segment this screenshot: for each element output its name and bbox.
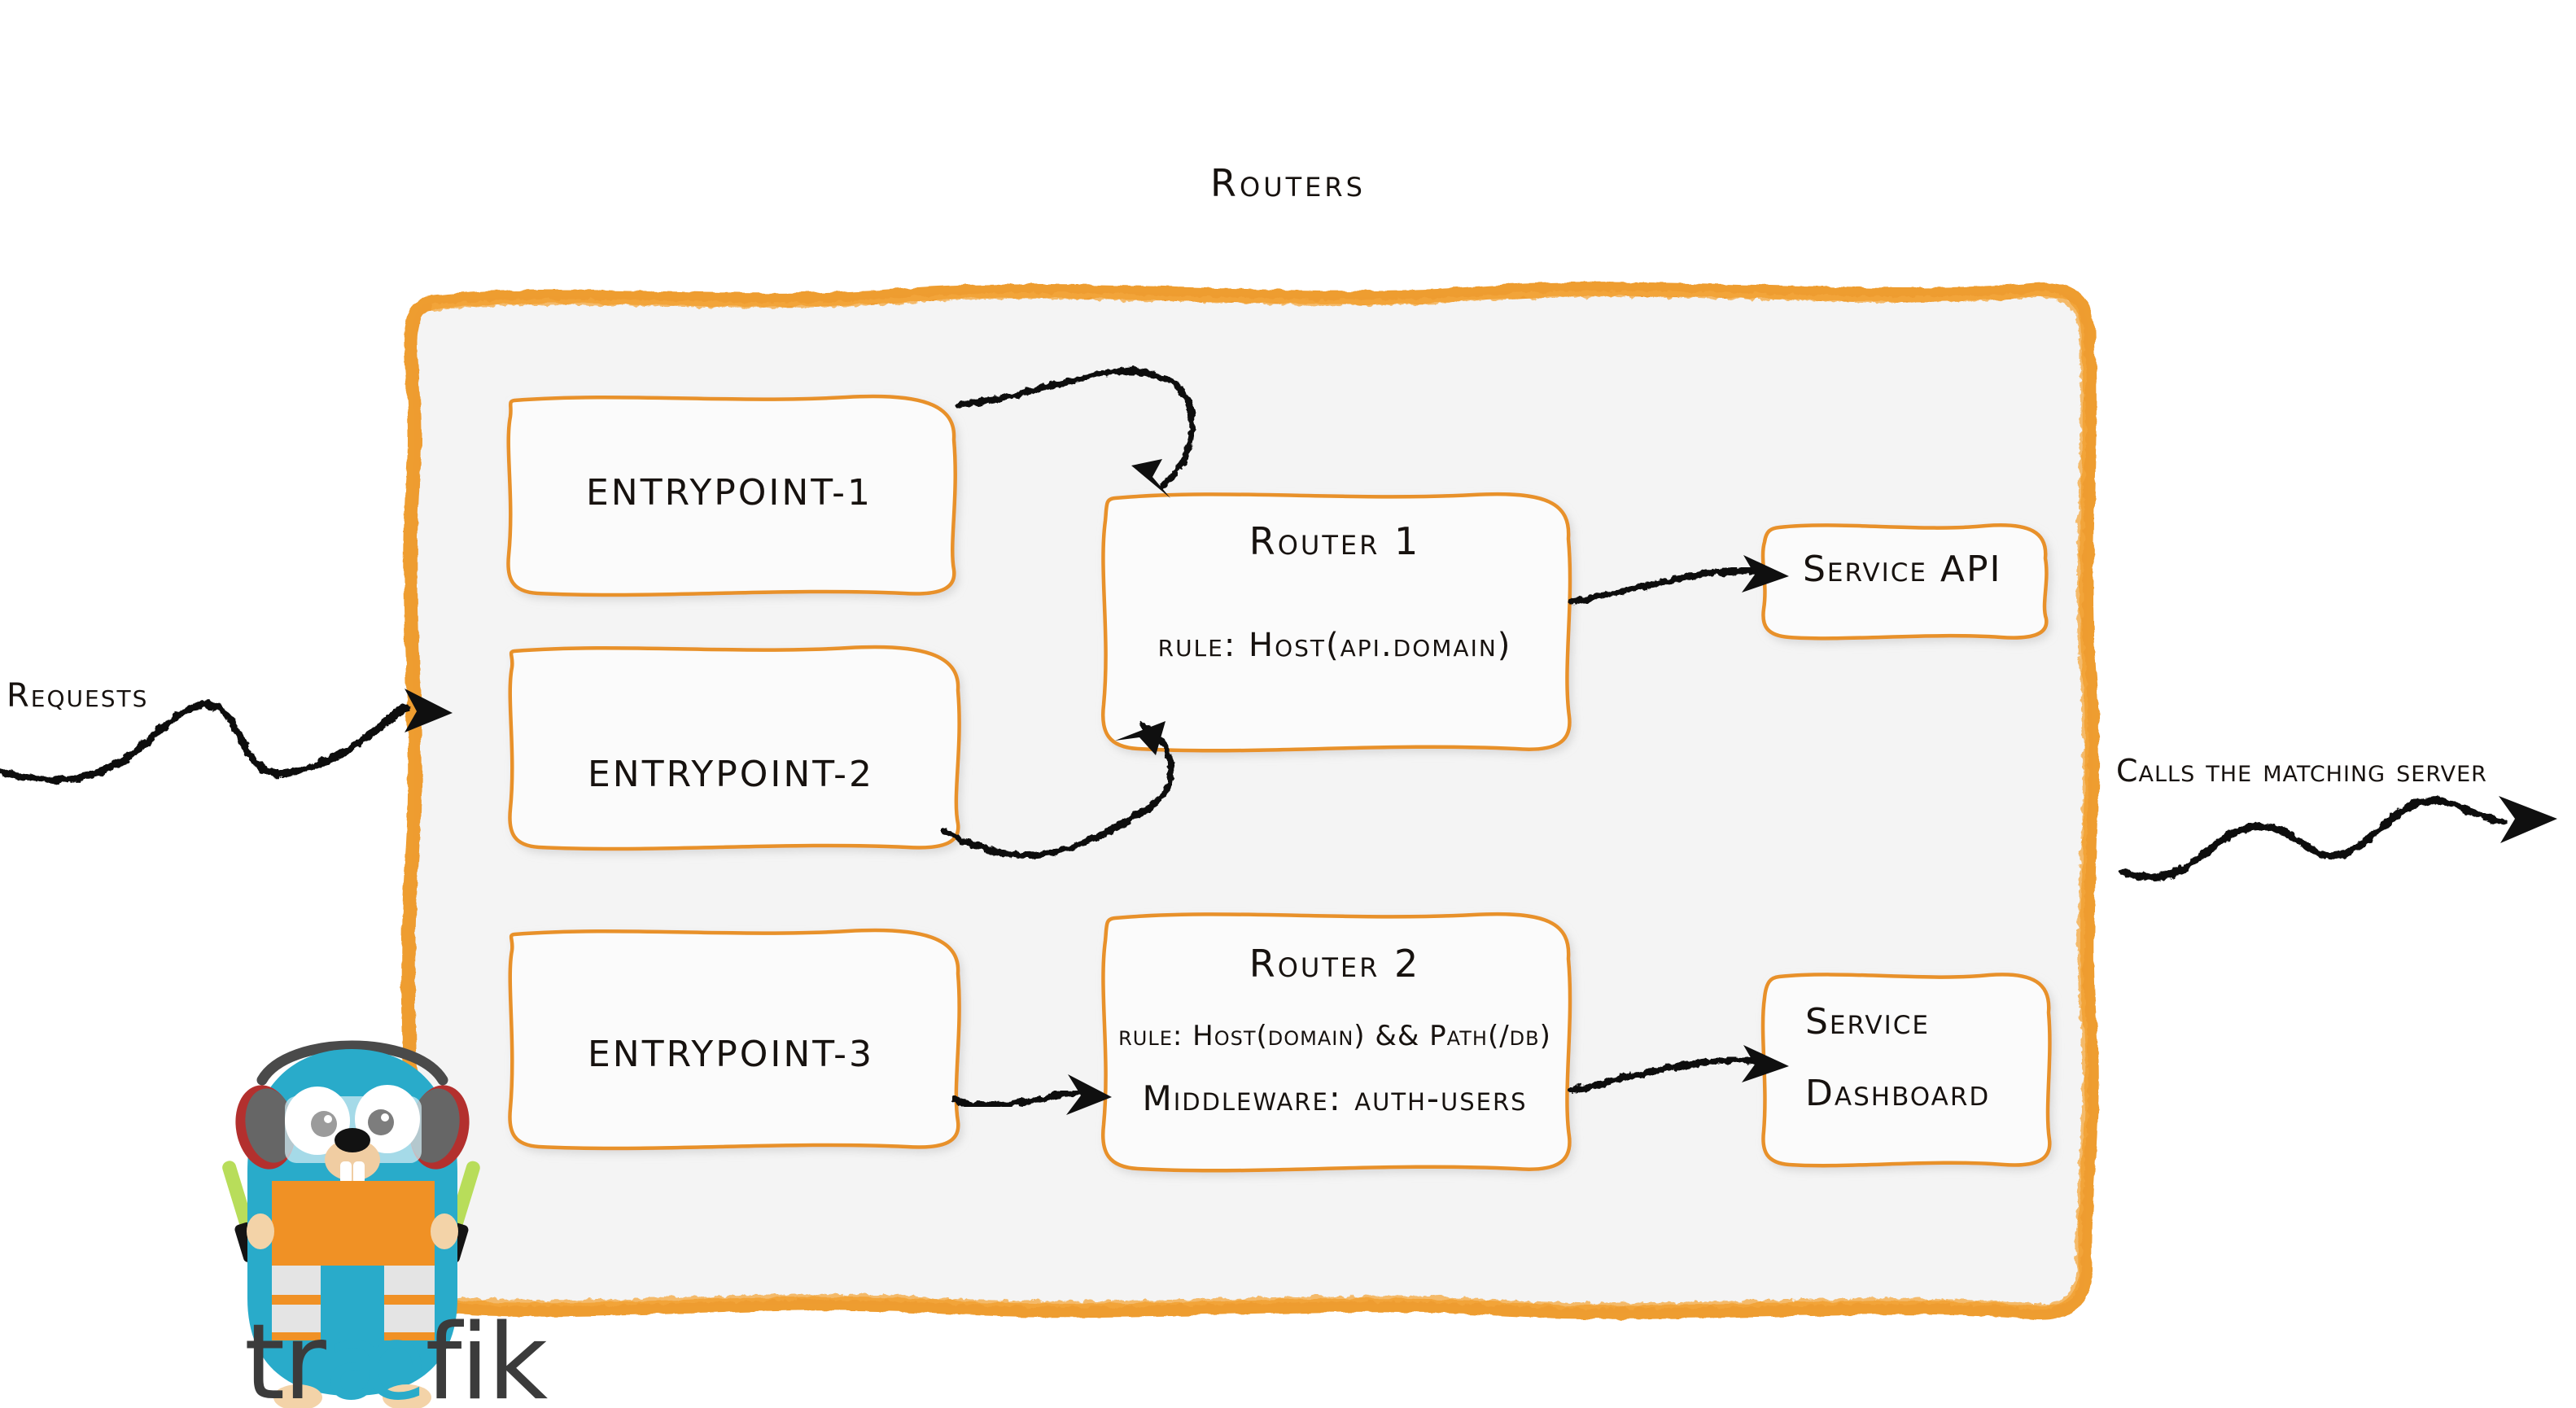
gopher-headphone-left <box>235 1085 295 1170</box>
router-2-rule: rule: Host(domain) && Path(/db) <box>1118 1020 1551 1052</box>
service-dashboard-label-line2: Dashboard <box>1805 1073 1991 1114</box>
arrow-requests-inbound <box>0 689 453 784</box>
service-dashboard-label-line1: Service <box>1805 1001 1930 1043</box>
arrow-ep1-to-router1 <box>956 367 1196 498</box>
arrow-router1-to-service-api <box>1568 555 1789 606</box>
requests-annotation: Requests <box>7 677 149 715</box>
router-box-2[interactable] <box>1100 912 1572 1173</box>
router-1-rule: rule: Host(api.domain) <box>1157 627 1512 664</box>
arrow-calls-outbound <box>2120 796 2557 881</box>
service-api-label: Service API <box>1803 549 2002 590</box>
service-box-dashboard[interactable] <box>1760 973 2052 1168</box>
calls-matching-server-annotation: Calls the matching server <box>2116 753 2487 789</box>
svg-text:træfik: træfik <box>244 1302 548 1408</box>
router-box-1[interactable] <box>1100 492 1572 753</box>
router-2-middleware: Middleware: auth-users <box>1142 1078 1528 1118</box>
entrypoint-3-label: entrypoint-3 <box>588 1034 874 1075</box>
traefik-gopher-mascot <box>222 1040 480 1408</box>
entrypoint-1-label: entrypoint-1 <box>586 472 873 514</box>
arrow-router2-to-service-dashboard <box>1569 1045 1789 1094</box>
page-title: Routers <box>1210 161 1366 205</box>
entrypoint-box-3[interactable] <box>508 928 961 1151</box>
arrow-ep3-to-router2 <box>952 1074 1112 1115</box>
arrow-ep2-to-router1 <box>941 721 1174 859</box>
router-1-title: Router 1 <box>1249 519 1421 563</box>
gopher-headphone-right <box>409 1085 470 1170</box>
entrypoint-2-label: entrypoint-2 <box>588 754 874 795</box>
traefik-wordmark: træfik <box>244 1302 549 1408</box>
entrypoint-box-2[interactable] <box>508 645 961 851</box>
entrypoint-box-1[interactable] <box>506 394 957 597</box>
router-2-title: Router 2 <box>1249 942 1421 986</box>
